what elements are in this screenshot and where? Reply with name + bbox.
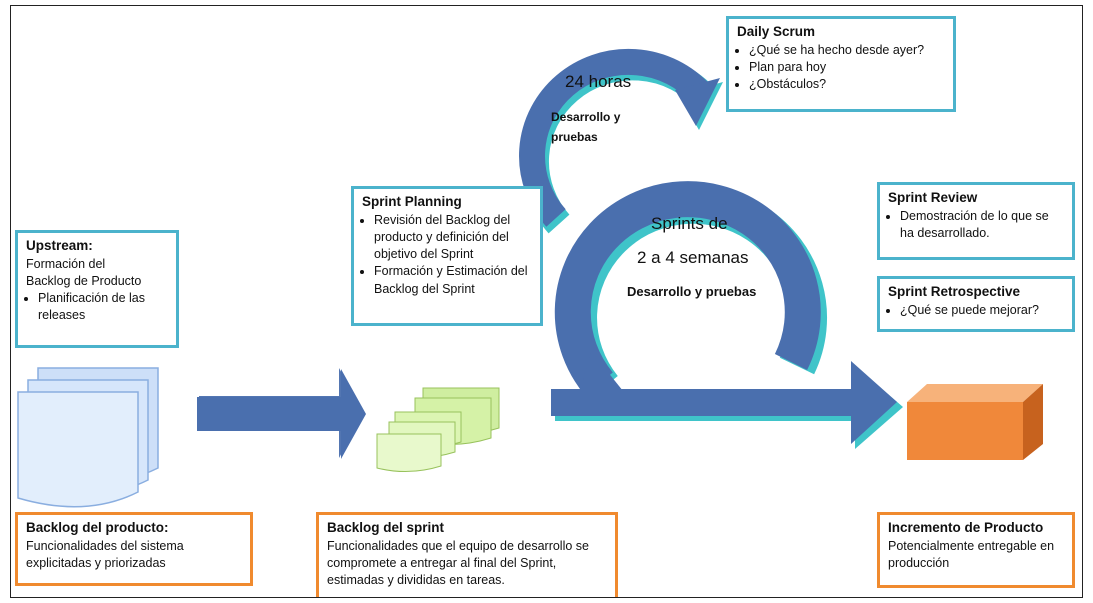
upstream-line2: Backlog de Producto xyxy=(26,273,142,288)
sprint-review-title: Sprint Review xyxy=(888,190,978,205)
daily-scrum-bullet-2: Plan para hoy xyxy=(749,59,945,76)
sprint-review-box: Sprint Review Demostración de lo que se … xyxy=(877,182,1075,260)
product-increment-title: Incremento de Producto xyxy=(888,520,1044,535)
product-backlog-box: Backlog del producto: Funcionalidades de… xyxy=(15,512,253,586)
daily-scrum-bullet-1: ¿Qué se ha hecho desde ayer? xyxy=(749,42,945,59)
sprint-loop-line1: Sprints de xyxy=(651,214,728,233)
sprint-backlog-text: Funcionalidades que el equipo de desarro… xyxy=(327,538,589,588)
product-increment-text: Potencialmente entregable en producción xyxy=(888,538,1055,570)
product-backlog-documents-icon xyxy=(17,367,159,508)
product-increment-box: Incremento de Producto Potencialmente en… xyxy=(877,512,1075,588)
daily-loop-arrow xyxy=(519,49,723,234)
diagram-artwork xyxy=(17,49,1043,508)
sprint-planning-bullet-2: Formación y Estimación del Backlog del S… xyxy=(374,263,532,298)
sprint-planning-bullet-1: Revisión del Backlog del producto y defi… xyxy=(374,212,532,264)
daily-loop-dev-label-line1: Desarrollo y xyxy=(551,110,621,124)
daily-loop-hours-label: 24 horas xyxy=(565,72,632,91)
daily-loop-dev-label-line2: pruebas xyxy=(551,130,598,144)
upstream-bullet: Planificación de las releases xyxy=(38,290,168,325)
sprint-planning-box: Sprint Planning Revisión del Backlog del… xyxy=(351,186,543,326)
sprint-retrospective-box: Sprint Retrospective ¿Qué se puede mejor… xyxy=(877,276,1075,332)
sprint-retrospective-bullet: ¿Qué se puede mejorar? xyxy=(900,302,1064,319)
sprint-to-increment-arrow xyxy=(551,361,903,449)
sprint-loop-line2: 2 a 4 semanas xyxy=(637,248,749,267)
sprint-planning-title: Sprint Planning xyxy=(362,194,462,209)
daily-scrum-title: Daily Scrum xyxy=(737,24,816,39)
sprint-backlog-cards-icon xyxy=(376,387,500,473)
sprint-retrospective-title: Sprint Retrospective xyxy=(888,284,1021,299)
upstream-line1: Formación del xyxy=(26,256,106,271)
sprint-backlog-box: Backlog del sprint Funcionalidades que e… xyxy=(316,512,618,597)
sprint-review-bullet: Demostración de lo que se ha desarrollad… xyxy=(900,208,1064,243)
upstream-title: Upstream: xyxy=(26,238,93,253)
upstream-box: Upstream: Formación del Backlog de Produ… xyxy=(15,230,179,348)
daily-scrum-box: Daily Scrum ¿Qué se ha hecho desde ayer?… xyxy=(726,16,956,112)
sprint-loop-line3: Desarrollo y pruebas xyxy=(627,284,757,299)
product-backlog-title: Backlog del producto: xyxy=(26,520,169,535)
product-backlog-text: Funcionalidades del sistema explicitadas… xyxy=(26,538,184,570)
daily-scrum-bullet-3: ¿Obstáculos? xyxy=(749,76,945,93)
sprint-backlog-title: Backlog del sprint xyxy=(327,520,445,535)
scrum-diagram: 24 horas Desarrollo y pruebas Sprints de… xyxy=(10,5,1083,598)
product-increment-box-icon xyxy=(907,384,1043,460)
